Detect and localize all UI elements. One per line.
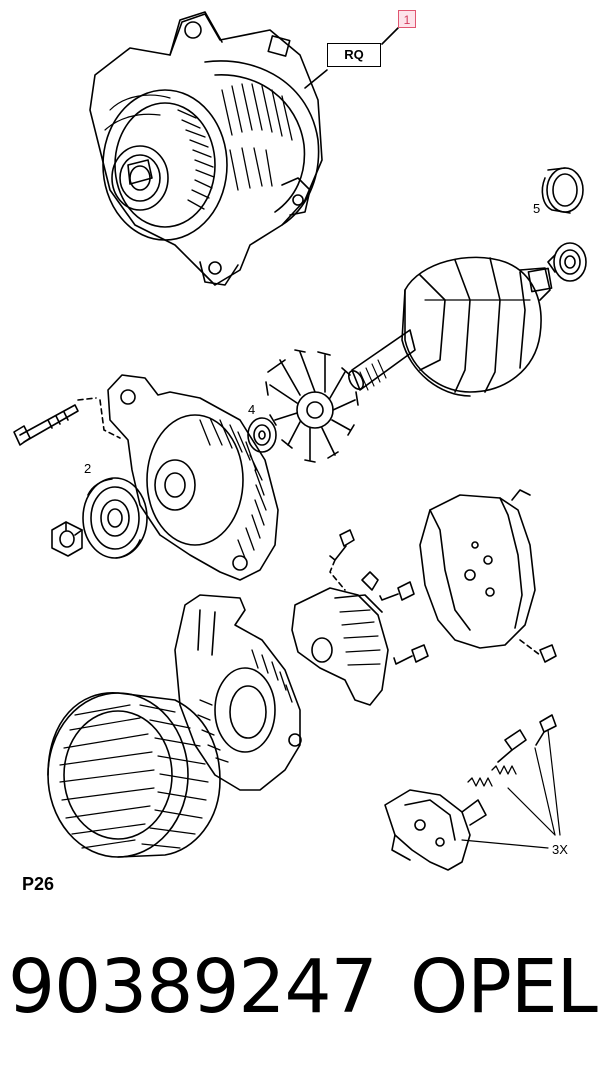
rq-reference-box: RQ (327, 43, 381, 67)
bearing-ring-5 (541, 167, 584, 214)
item-label-4: 4 (248, 402, 256, 417)
rear-cover (419, 489, 557, 663)
regulator-screw-top (329, 529, 355, 591)
part-number: 90389247 (8, 944, 378, 1030)
quantity-leader-lines (461, 729, 561, 849)
slip-ring-bracket (174, 594, 302, 791)
pulley-nut (51, 521, 83, 557)
item-label-5: 5 (533, 201, 541, 216)
quantity-label: 3X (552, 842, 568, 857)
bearing-4 (247, 417, 277, 453)
pulley-2 (82, 477, 148, 559)
exploded-parts-diagram (13, 11, 587, 871)
alternator-assembly (89, 11, 323, 286)
drive-end-bracket (107, 374, 279, 581)
stator (47, 692, 221, 858)
regulator-screw-right (379, 581, 415, 601)
item-label-2: 2 (84, 461, 92, 476)
rotor-shaft (347, 256, 553, 397)
ball-bearing (547, 242, 587, 282)
rq-leader-line (304, 27, 399, 89)
page-code: P26 (22, 874, 55, 894)
voltage-regulator (291, 571, 389, 706)
through-bolt (13, 397, 121, 446)
cooling-fan (265, 349, 359, 463)
brush-holder (384, 789, 487, 871)
brush-springs (467, 765, 517, 787)
brand-name: OPEL (410, 944, 598, 1030)
callout-reference-1: 1 (398, 10, 416, 28)
regulator-screw-lower (393, 644, 429, 665)
carbon-brushes (497, 714, 557, 763)
